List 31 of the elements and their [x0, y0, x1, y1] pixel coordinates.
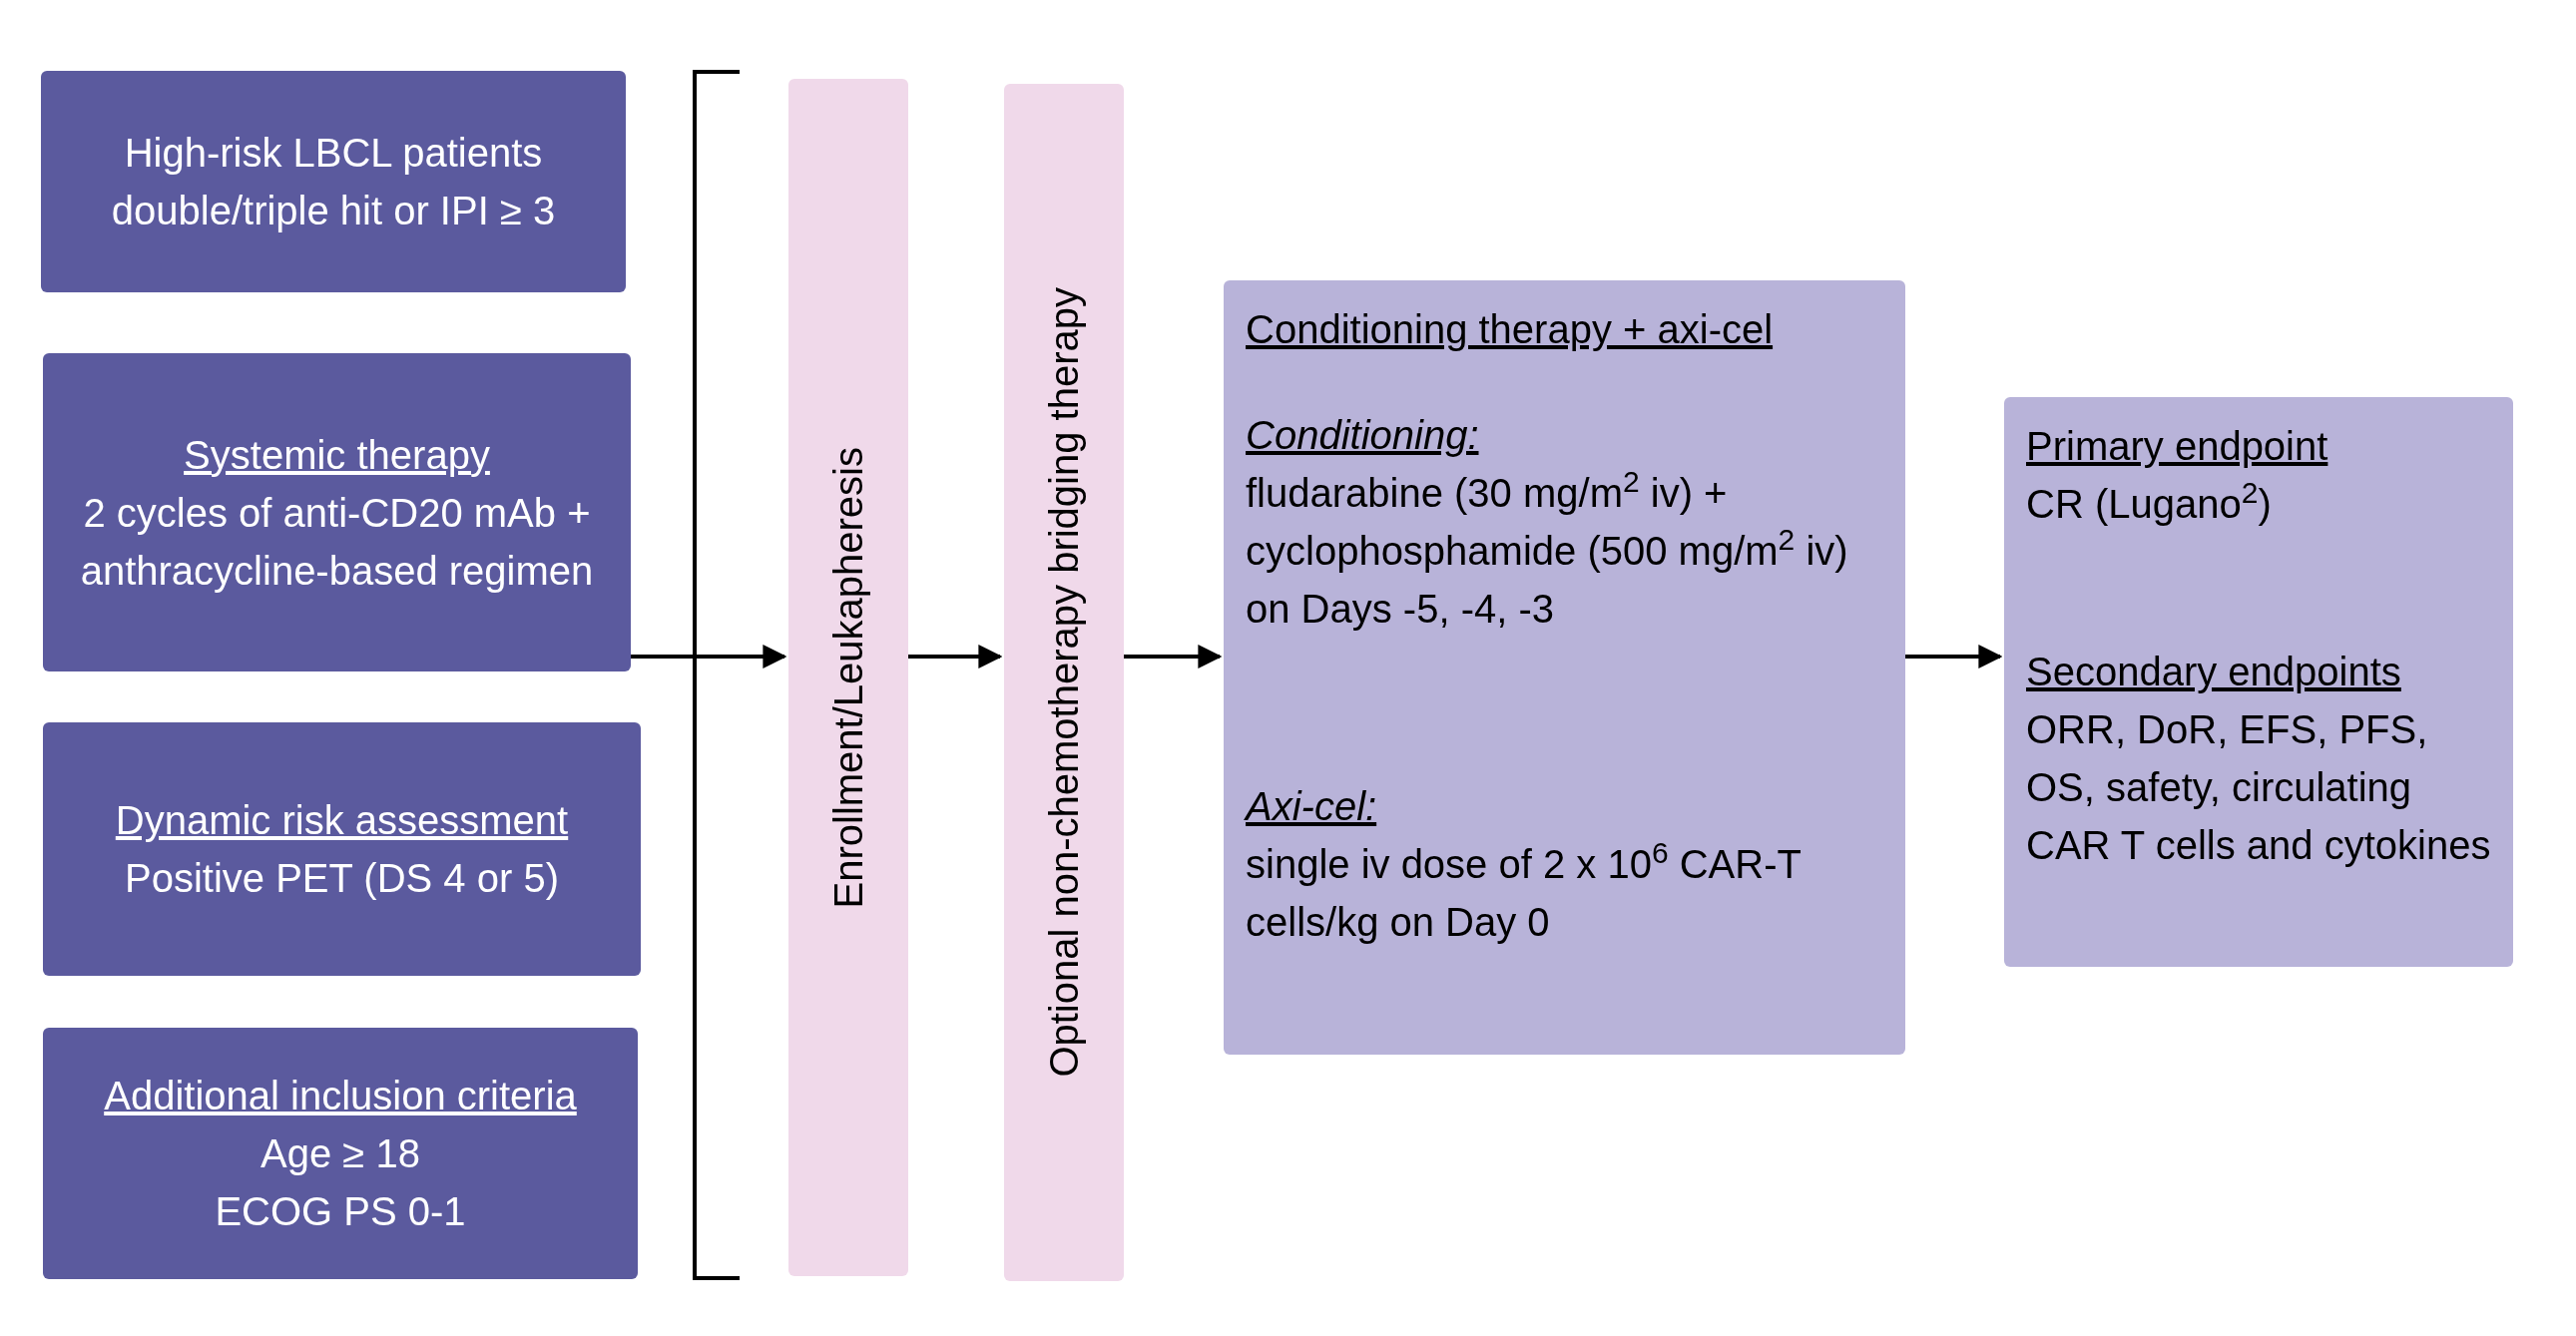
heading: Secondary endpoints: [2026, 649, 2401, 695]
criteria-box: [43, 722, 641, 976]
step-bar: [1004, 84, 1124, 1281]
heading: Additional inclusion criteria: [104, 1073, 577, 1119]
treatment-box: [1224, 280, 1905, 1055]
heading: Dynamic risk assessment: [115, 797, 569, 844]
criteria-box: [41, 71, 626, 292]
body-text: High-risk LBCL patients double/triple hit or IPI ≥ 3: [110, 130, 557, 234]
body-text: ECOG PS 0-1: [215, 1188, 466, 1235]
arrow: [631, 645, 787, 668]
heading: Systemic therapy: [184, 431, 490, 479]
arrow: [1124, 645, 1223, 668]
step-bar: [788, 79, 908, 1276]
endpoints-box: [2004, 397, 2513, 967]
subheading: Conditioning:: [1246, 412, 1479, 459]
body-text: CR (Lugano$^{2}$): [2026, 475, 2272, 528]
criteria-box: [43, 353, 631, 671]
body-text: single iv dose of 2 x 10$^{6}$ CAR-T cells/kg on Day 0: [1246, 835, 1803, 946]
body-text: Positive PET (DS 4 or 5): [125, 855, 559, 902]
body-text: fludarabine (30 mg/m$^{2}$ iv) + cyclophosphamide (500 mg/m$^{2}$ iv) on Days -5, -4, -3: [1246, 464, 1849, 633]
body-text: ORR, DoR, EFS, PFS, OS, safety, circulating CAR T cells and cytokines: [2026, 706, 2492, 869]
body-text: Age ≥ 18: [260, 1130, 420, 1177]
step-label: Enrollment/Leukapheresis: [825, 446, 871, 909]
heading: Conditioning therapy + axi-cel: [1246, 306, 1774, 353]
criteria-box: [43, 1028, 638, 1279]
step-label: Optional non-chemotherapy bridging therapy: [1041, 287, 1087, 1078]
body-text: 2 cycles of anti-CD20 mAb + anthracycline-based regimen: [79, 489, 595, 595]
arrow: [908, 645, 1003, 668]
heading: Primary endpoint: [2026, 423, 2328, 470]
arrow: [1905, 645, 2003, 668]
subheading: Axi-cel:: [1246, 783, 1377, 830]
